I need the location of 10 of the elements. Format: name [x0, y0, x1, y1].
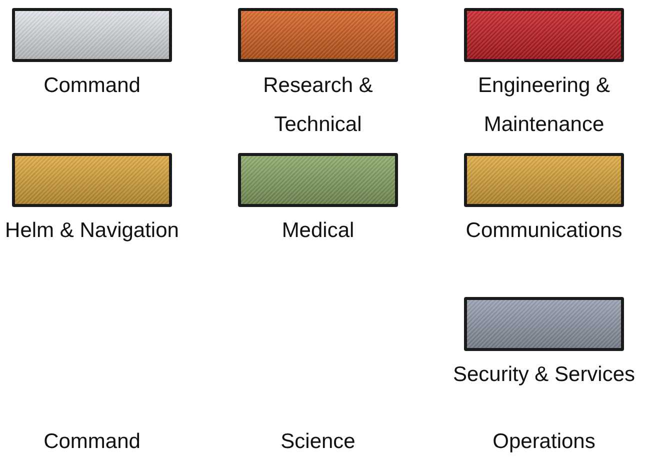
- legend-label: Helm & Navigation: [4, 218, 180, 244]
- legend-label: Command: [42, 73, 142, 99]
- column-heading: Command: [42, 429, 142, 455]
- legend-label: Medical: [280, 218, 356, 244]
- legend-label: Research & Technical: [262, 73, 374, 138]
- legend-label: Engineering & Maintenance: [477, 73, 611, 138]
- legend-label: Security & Services: [452, 362, 636, 388]
- column-heading: Operations: [492, 429, 596, 455]
- column-heading: Science: [280, 429, 356, 455]
- legend-label: Communications: [464, 218, 624, 244]
